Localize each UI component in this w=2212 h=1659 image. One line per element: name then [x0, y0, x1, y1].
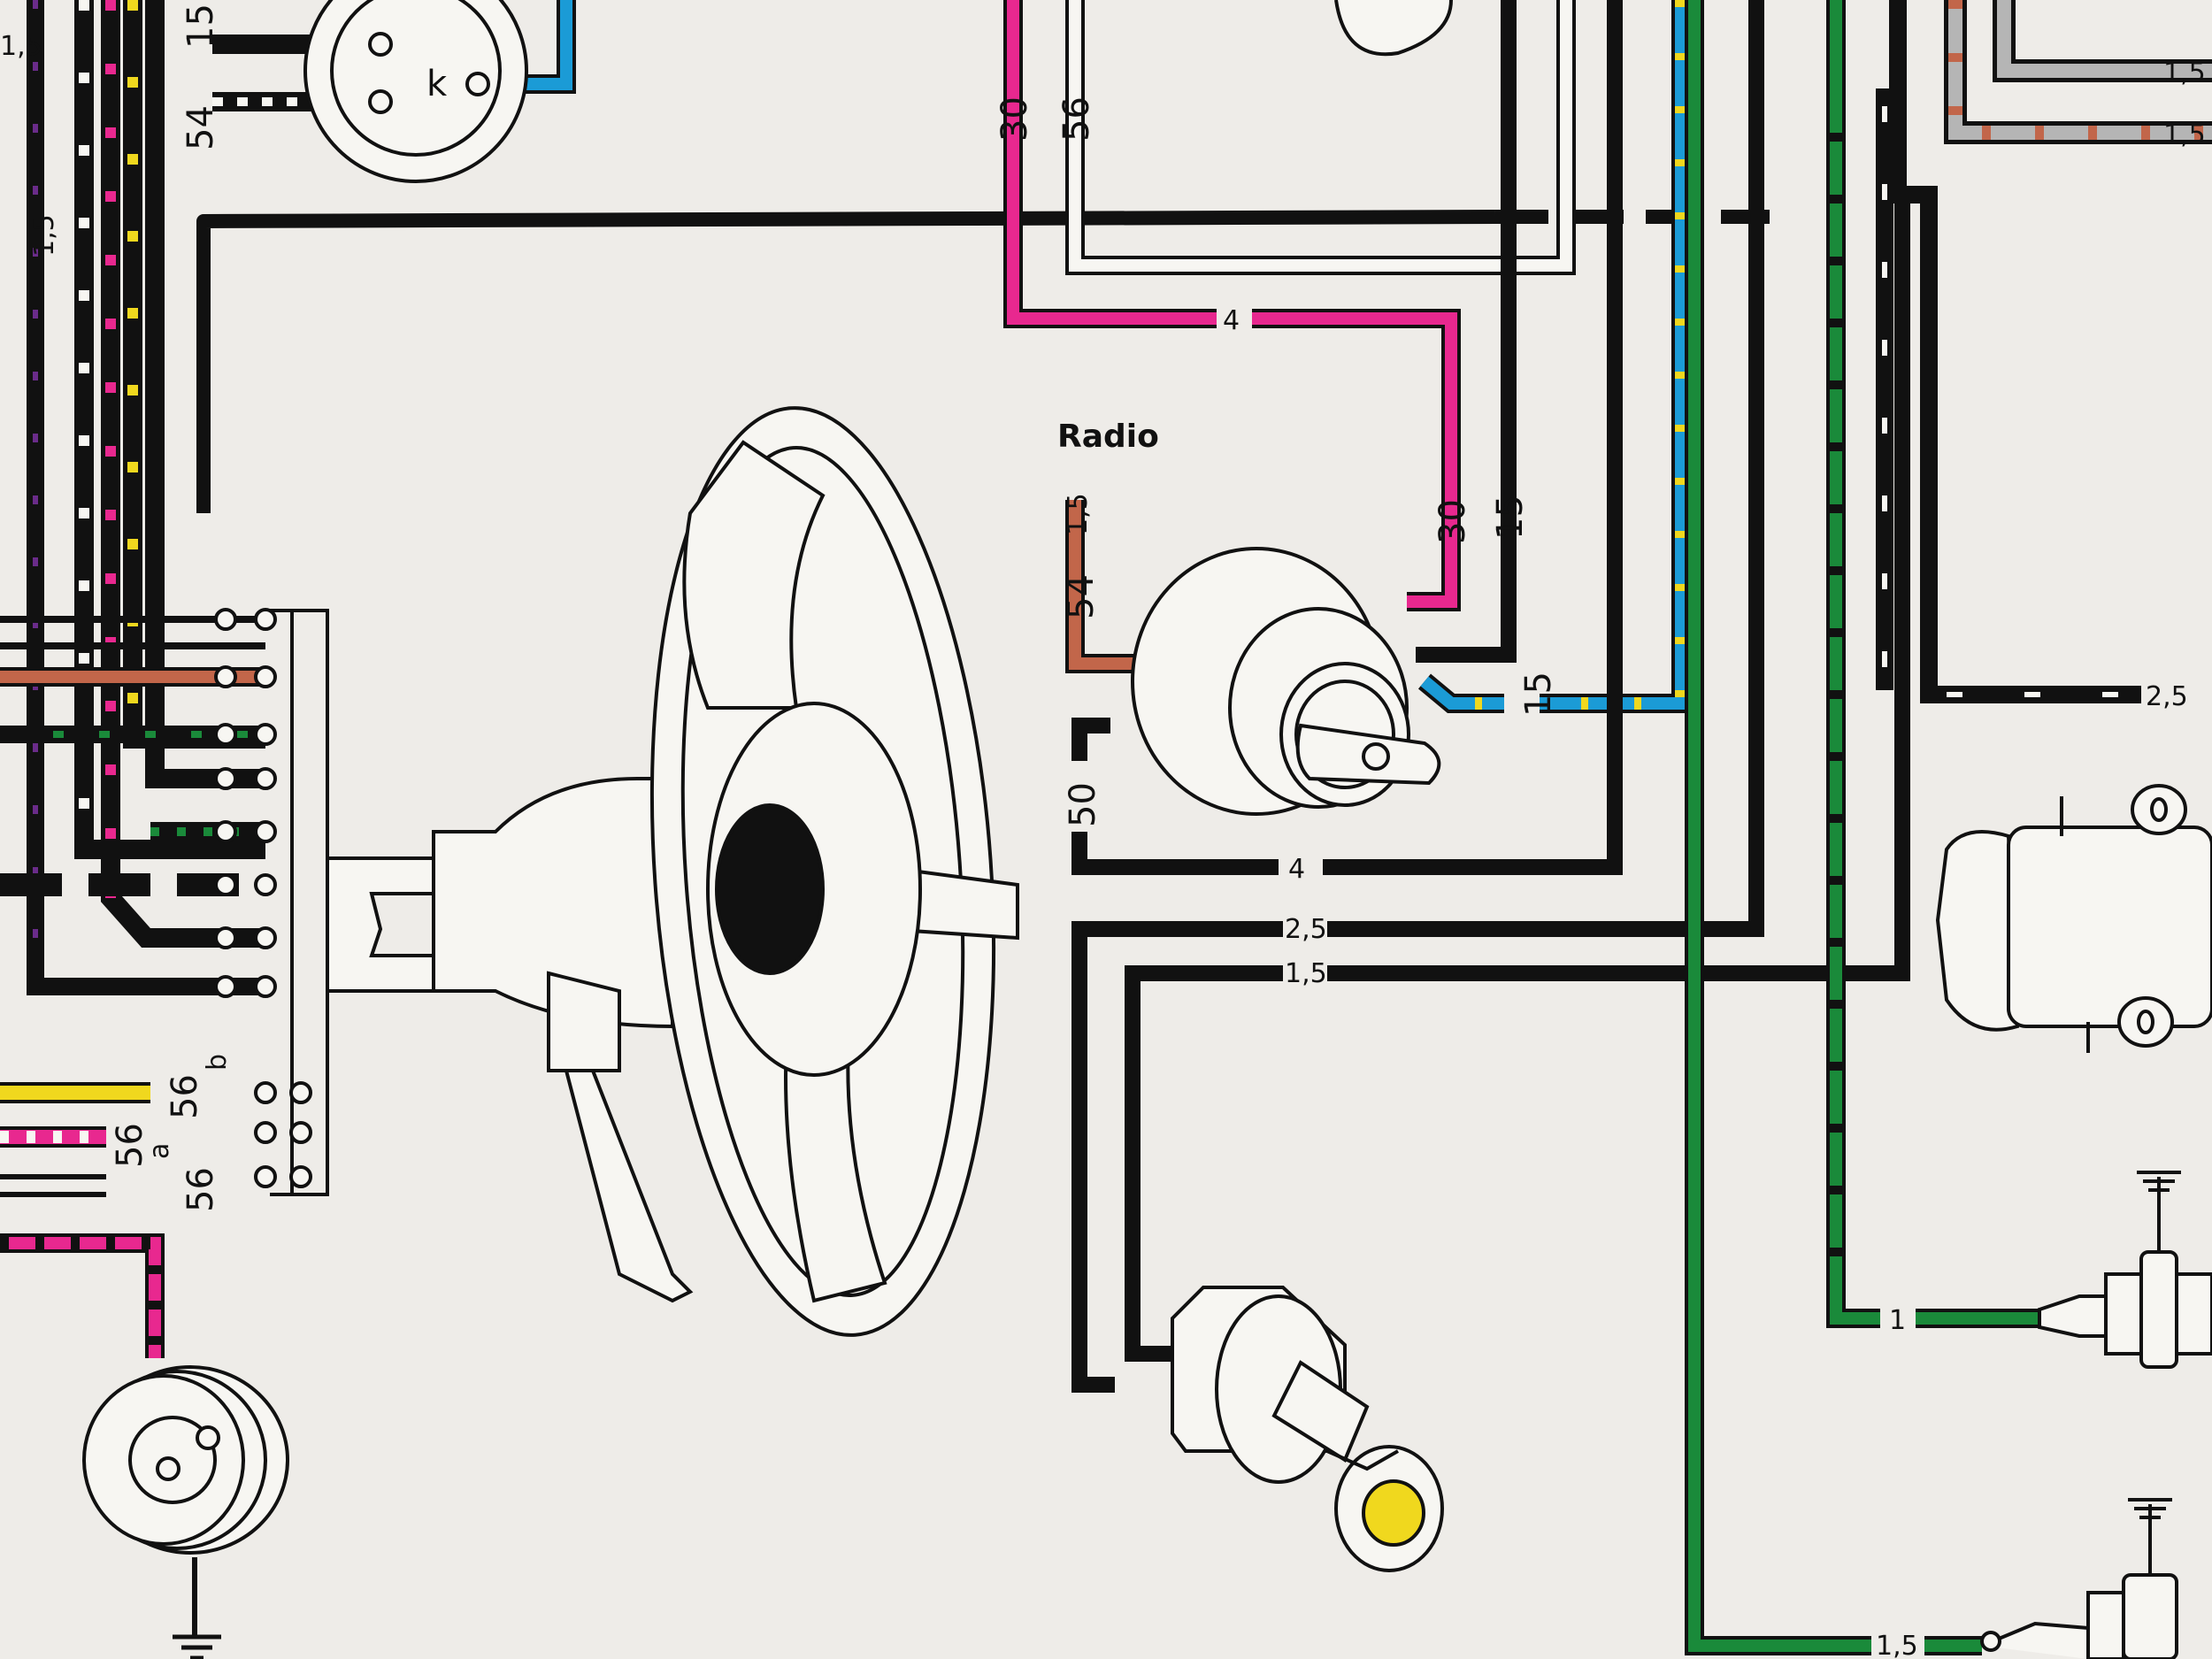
wire-label-1-5-radio: 1,5 — [1063, 493, 1094, 535]
wire-label-50: 50 — [1063, 782, 1103, 827]
wire-labels: Radio k 30 56 4 30 15 15 54 1,5 50 4 2,5… — [0, 4, 2212, 1659]
left-label-1-5: 1,5 — [29, 214, 60, 257]
label-bg — [1283, 956, 1327, 991]
wire-label-1-5-green: 1,5 — [1876, 1631, 1918, 1659]
right-label-1-5-b: 1,5 — [2163, 119, 2206, 150]
wire-label-15-ignition: 15 — [1490, 495, 1531, 540]
wire-56-bottom-left — [0, 1082, 165, 1358]
wire-label-54-radio: 54 — [1061, 574, 1102, 619]
wire-label-4-magenta: 4 — [1223, 305, 1240, 336]
wire-grey-top-right — [1944, 0, 2212, 144]
wire-label-2-5-right: 2,5 — [2146, 681, 2188, 712]
ignition-switch-icon — [1131, 547, 1441, 816]
label-56a: 56 — [110, 1123, 150, 1168]
ground-terminal-icon — [1980, 1171, 2212, 1659]
label-bg — [1871, 1628, 1924, 1659]
terminal-block — [214, 608, 329, 1196]
top-component-icon — [1334, 0, 1453, 57]
horn-button-icon — [82, 1365, 289, 1659]
wire-right-black-white — [1876, 0, 2212, 703]
wire-top-bus — [196, 210, 1770, 513]
wire-label-1-5: 1,5 — [1285, 958, 1327, 989]
wire-label-30-ignition: 30 — [1432, 499, 1473, 544]
wire-56-white — [1065, 0, 1576, 275]
label-56b-sub: b — [202, 1054, 233, 1071]
wire-15-blue — [1417, 0, 1691, 713]
right-label-1-5-a: 1,5 — [2163, 58, 2206, 88]
wire-label-4-bottom: 4 — [1288, 854, 1305, 885]
light-switch-knob-icon — [1171, 1286, 1444, 1572]
top-left-label-54: 54 — [180, 105, 221, 150]
wire-label-1-green: 1 — [1889, 1305, 1906, 1336]
label-56a-sub: a — [144, 1143, 175, 1159]
label-bg — [1057, 761, 1102, 832]
wire-label-56-top: 56 — [1056, 96, 1097, 142]
label-56b: 56 — [165, 1074, 205, 1119]
label-bg — [1880, 1301, 1916, 1336]
top-left-label-1-5: 1,5 — [0, 31, 42, 62]
steering-wheel-icon — [649, 406, 1019, 1337]
relay-icon — [1935, 784, 2212, 1053]
steering-column-icon — [326, 777, 694, 1303]
wire-1-5-black — [1125, 195, 1910, 1362]
terminal-k-label: k — [426, 64, 448, 104]
label-bg — [1283, 911, 1327, 947]
label-bg — [2141, 677, 2212, 712]
wire-4-black — [1071, 0, 1623, 875]
horn-connector-icon — [303, 0, 528, 183]
label-bg — [1217, 301, 1252, 336]
top-left-label-15: 15 — [180, 4, 221, 49]
radio-label: Radio — [1057, 419, 1159, 455]
wire-label-30-top: 30 — [995, 96, 1035, 142]
wire-label-2-5: 2,5 — [1285, 914, 1327, 945]
wire-15-black — [1416, 0, 1517, 663]
label-56: 56 — [180, 1167, 221, 1212]
label-bg — [1504, 672, 1540, 734]
wire-label-15-blue: 15 — [1518, 672, 1559, 717]
wire-30-magenta — [1003, 0, 1461, 611]
wire-2-5-black — [1071, 0, 1764, 1393]
label-bg — [1279, 849, 1323, 885]
